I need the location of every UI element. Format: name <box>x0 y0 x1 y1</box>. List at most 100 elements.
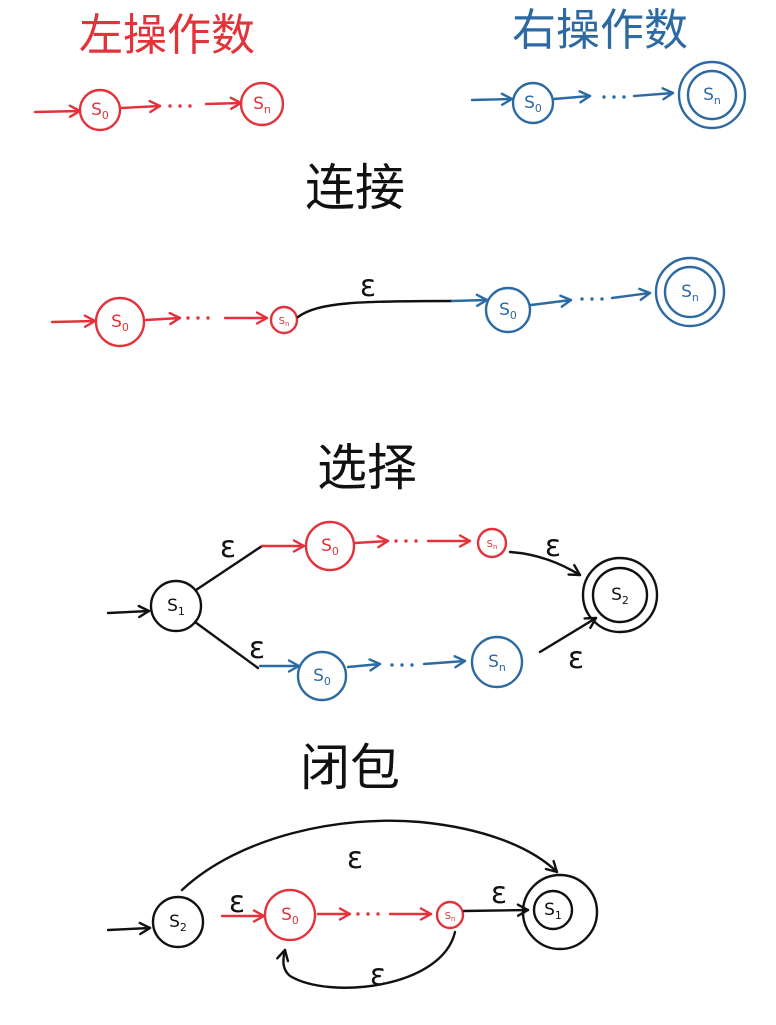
state-circle <box>532 889 574 931</box>
state-subscript: 1 <box>178 605 185 618</box>
epsilon-edge <box>193 620 260 670</box>
epsilon-label: ε <box>347 841 363 876</box>
state-circle <box>470 635 524 689</box>
transition-arrow <box>450 293 489 307</box>
state-circle <box>269 305 299 335</box>
svg-text:Sn: Sn <box>703 85 721 107</box>
state-subscript: 0 <box>535 102 542 115</box>
start-arrow <box>106 921 152 936</box>
epsilon-edge <box>508 550 582 577</box>
closure-title: 闭包 <box>300 739 400 797</box>
state-letter: S <box>488 652 499 672</box>
state-circle <box>686 69 738 121</box>
state-subscript: 0 <box>324 675 331 688</box>
closure-start-state: S2 <box>151 895 205 949</box>
accepting-ring <box>581 556 659 634</box>
svg-text:S0: S0 <box>313 666 331 688</box>
concatenation-section: 连接 ε S0 Sn S0 Sn <box>50 159 726 348</box>
left-operand-start-state: S0 <box>78 88 122 132</box>
state-circle <box>263 888 317 942</box>
transition-arrow <box>552 90 592 104</box>
accepting-ring <box>521 873 599 951</box>
state-subscript: n <box>451 915 455 923</box>
left-operand-end-state: Sn <box>239 81 285 127</box>
transition-arrow <box>353 534 390 549</box>
closure-inner-start-state: S0 <box>263 888 317 942</box>
state-subscript: 2 <box>622 594 629 607</box>
right-operand-start-state: S0 <box>511 81 555 125</box>
state-circle <box>239 81 285 127</box>
svg-text:S2: S2 <box>611 585 629 607</box>
alternation-accepting-state: S2 <box>581 556 659 634</box>
epsilon-label: ε <box>568 641 584 676</box>
state-letter: S <box>281 905 292 925</box>
svg-text:Sn: Sn <box>681 282 699 304</box>
epsilon-edge <box>296 299 454 319</box>
state-circle <box>591 566 649 624</box>
state-circle <box>149 579 203 633</box>
accepting-ring <box>654 256 726 328</box>
concat-left-end-state: Sn <box>269 305 299 335</box>
epsilon-bypass-edge <box>180 819 559 892</box>
state-circle <box>304 520 356 572</box>
state-letter: S <box>111 312 122 332</box>
epsilon-label: ε <box>370 958 386 993</box>
epsilon-label: ε <box>491 876 507 911</box>
epsilon-label: ε <box>360 269 376 304</box>
alternation-section: 选择 S1 ε S0 Sn ε S2 ε <box>106 439 659 702</box>
transition-arrow <box>204 96 243 110</box>
transition-arrow <box>144 311 182 326</box>
state-letter: S <box>279 316 285 327</box>
right-operand-section: 右操作数 S0 Sn <box>470 5 747 130</box>
state-circle <box>435 900 465 930</box>
svg-text:S0: S0 <box>321 536 339 558</box>
state-circle <box>94 296 146 348</box>
left-operand-title: 左操作数 <box>79 10 255 61</box>
svg-text:Sn: Sn <box>488 652 506 674</box>
start-arrow <box>106 604 151 619</box>
state-circle <box>511 81 555 125</box>
start-arrow <box>50 314 97 328</box>
state-circle <box>78 88 122 132</box>
svg-text:Sn: Sn <box>487 539 498 551</box>
transition-arrow <box>346 658 382 672</box>
state-letter: S <box>544 900 555 920</box>
left-operand-section: 左操作数 S0 Sn <box>33 10 285 132</box>
alternation-title: 选择 <box>317 439 417 497</box>
state-subscript: 0 <box>292 914 299 927</box>
transition-arrow <box>529 294 573 308</box>
concat-right-start-state: S0 <box>484 286 532 334</box>
transition-arrow <box>610 287 652 301</box>
state-circle <box>663 265 717 319</box>
svg-text:S2: S2 <box>169 912 187 934</box>
epsilon-edge <box>538 616 598 654</box>
state-letter: S <box>445 911 451 922</box>
alternation-upper-end-state: Sn <box>476 527 508 559</box>
state-subscript: 0 <box>332 545 339 558</box>
state-subscript: n <box>285 320 289 328</box>
epsilon-loop-back-edge <box>276 930 457 989</box>
closure-section: 闭包 ε S2 ε S0 Sn ε S1 ε <box>106 739 599 993</box>
transition-arrow <box>422 655 467 669</box>
transition-arrow <box>632 87 675 101</box>
alternation-upper-start-state: S0 <box>304 520 356 572</box>
state-subscript: n <box>499 661 506 674</box>
right-operand-title: 右操作数 <box>512 5 688 56</box>
state-letter: S <box>499 300 510 320</box>
state-letter: S <box>487 539 493 550</box>
transition-arrow <box>119 99 162 114</box>
accepting-ring <box>677 60 747 130</box>
svg-text:S0: S0 <box>91 100 109 122</box>
state-letter: S <box>703 85 714 105</box>
svg-text:S0: S0 <box>524 93 542 115</box>
state-subscript: n <box>692 291 699 304</box>
state-subscript: 2 <box>180 921 187 934</box>
state-subscript: 1 <box>555 909 562 922</box>
epsilon-label: ε <box>220 530 236 565</box>
concatenation-title: 连接 <box>305 159 405 217</box>
state-subscript: n <box>493 543 497 551</box>
closure-accepting-state: S1 <box>521 873 599 951</box>
closure-inner-end-state: Sn <box>435 900 465 930</box>
state-letter: S <box>321 536 332 556</box>
state-circle <box>476 527 508 559</box>
